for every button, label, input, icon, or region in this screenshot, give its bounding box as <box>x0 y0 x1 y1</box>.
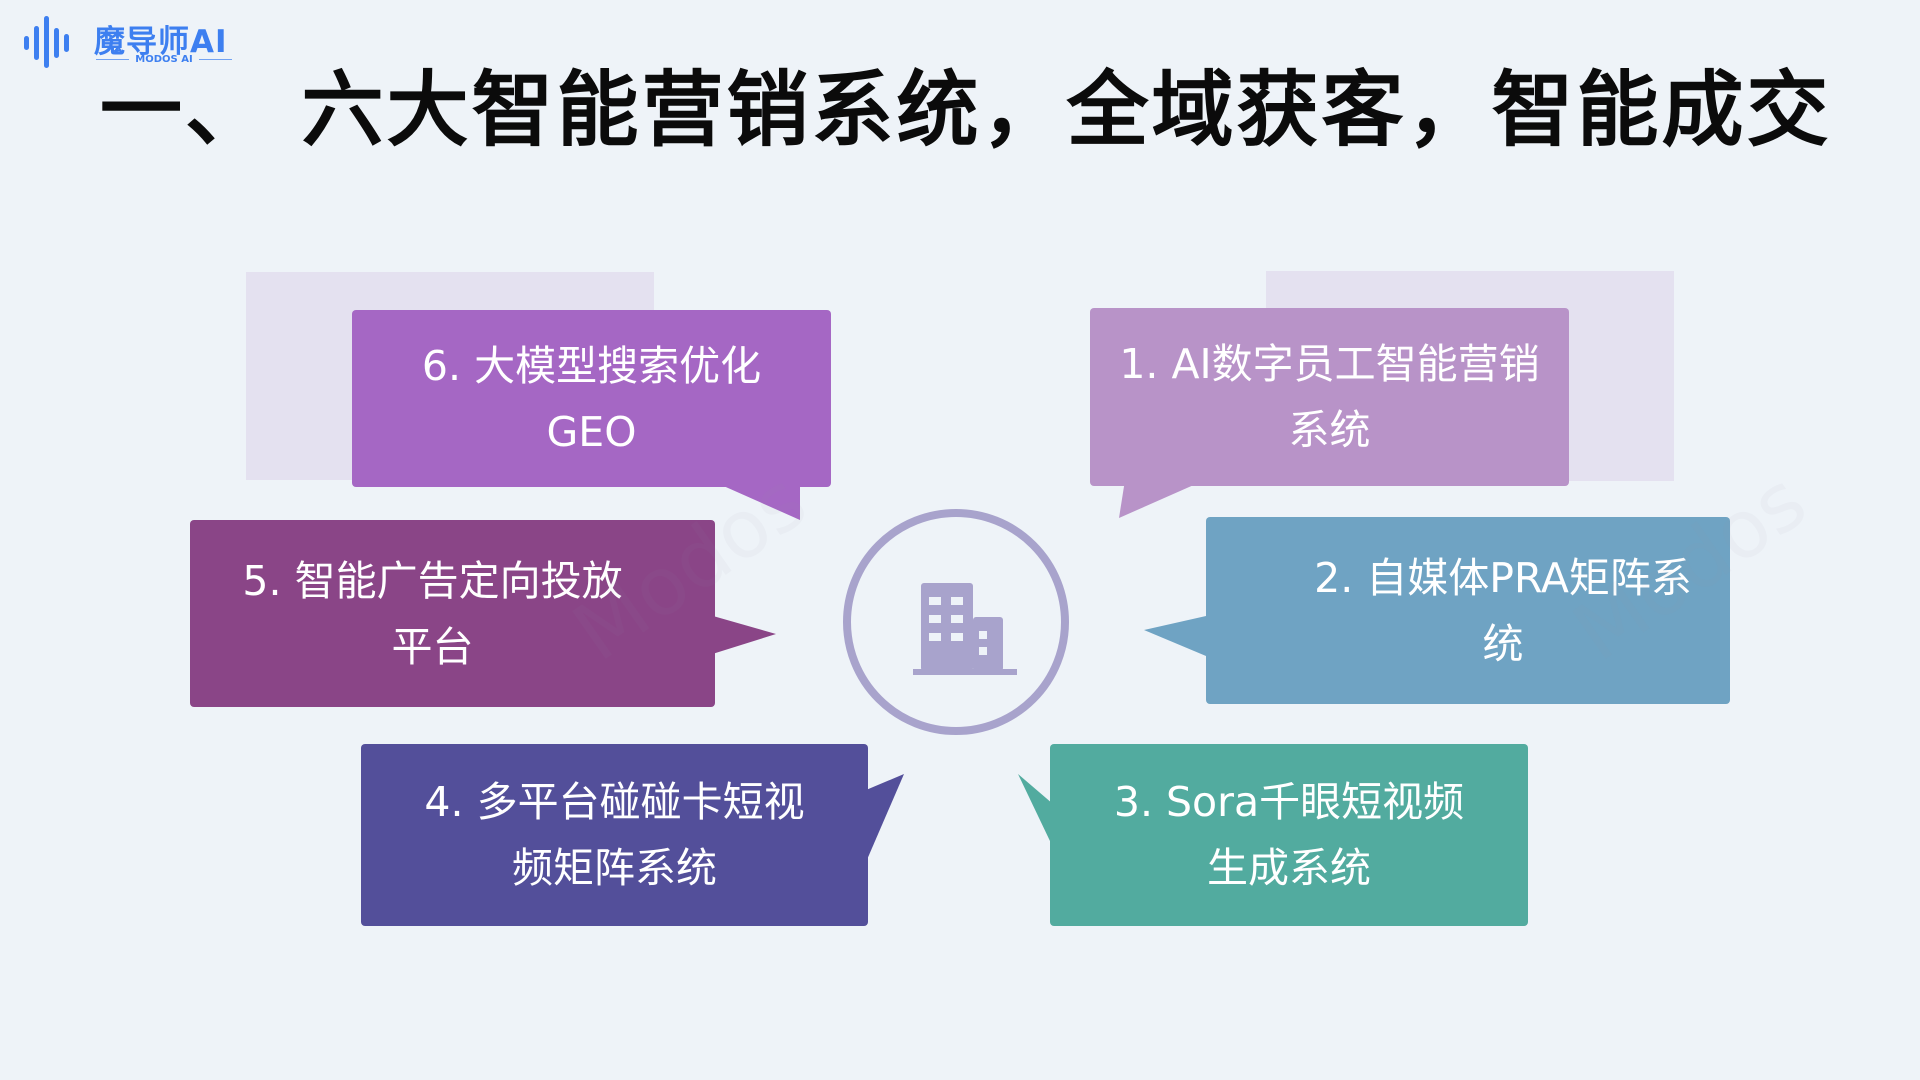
building-icon <box>913 583 1017 675</box>
sound-wave-icon <box>24 14 88 70</box>
bubble-tail-4-shape <box>866 774 904 862</box>
bubble-1-label: 1. AI数字员工智能营销 系统 <box>1119 340 1540 454</box>
bubble-2-label: 2. 自媒体PRA矩阵系 统 <box>1314 553 1692 668</box>
bubble-3-label: 3. Sora千眼短视频 生成系统 <box>1113 778 1465 892</box>
bubble-5-label: 5. 智能广告定向投放 平台 <box>242 556 623 671</box>
bubble-tail-6-shape <box>710 480 800 520</box>
slide-title: 一、 六大智能营销系统，全域获客，智能成交 <box>100 63 1832 158</box>
bubble-tail-5-shape <box>706 614 776 656</box>
bubble-tail-1 <box>1119 480 1205 518</box>
bubble-tail-1-shape <box>1119 480 1205 518</box>
brand-subtitle-text: MODOS AI <box>135 54 193 65</box>
bubble-tail-2-shape <box>1144 616 1206 656</box>
bubble-tail-4 <box>866 774 904 862</box>
bubble-tail-5 <box>706 614 776 656</box>
bubble-3: 3. Sora千眼短视频 生成系统 <box>1050 744 1528 926</box>
brand-logo: 魔导师AI MODOS AI <box>24 12 244 72</box>
bubble-4: 4. 多平台碰碰卡短视 频矩阵系统 <box>361 744 868 926</box>
bubble-1: 1. AI数字员工智能营销 系统 <box>1090 308 1569 486</box>
bubble-tail-3 <box>1018 774 1060 862</box>
bubble-4-label: 4. 多平台碰碰卡短视 频矩阵系统 <box>424 778 805 892</box>
bubble-5: 5. 智能广告定向投放 平台 <box>190 520 715 707</box>
bubble-tail-6 <box>710 480 800 520</box>
center-hub <box>843 509 1069 735</box>
bubble-tail-3-shape <box>1018 774 1060 862</box>
brand-subtitle: MODOS AI <box>96 54 232 65</box>
bubble-2: 2. 自媒体PRA矩阵系 统 <box>1206 517 1730 704</box>
bubble-6: 6. 大模型搜索优化 GEO <box>352 310 831 487</box>
bubble-tail-2 <box>1144 616 1206 656</box>
bubble-6-label: 6. 大模型搜索优化 GEO <box>421 341 762 456</box>
